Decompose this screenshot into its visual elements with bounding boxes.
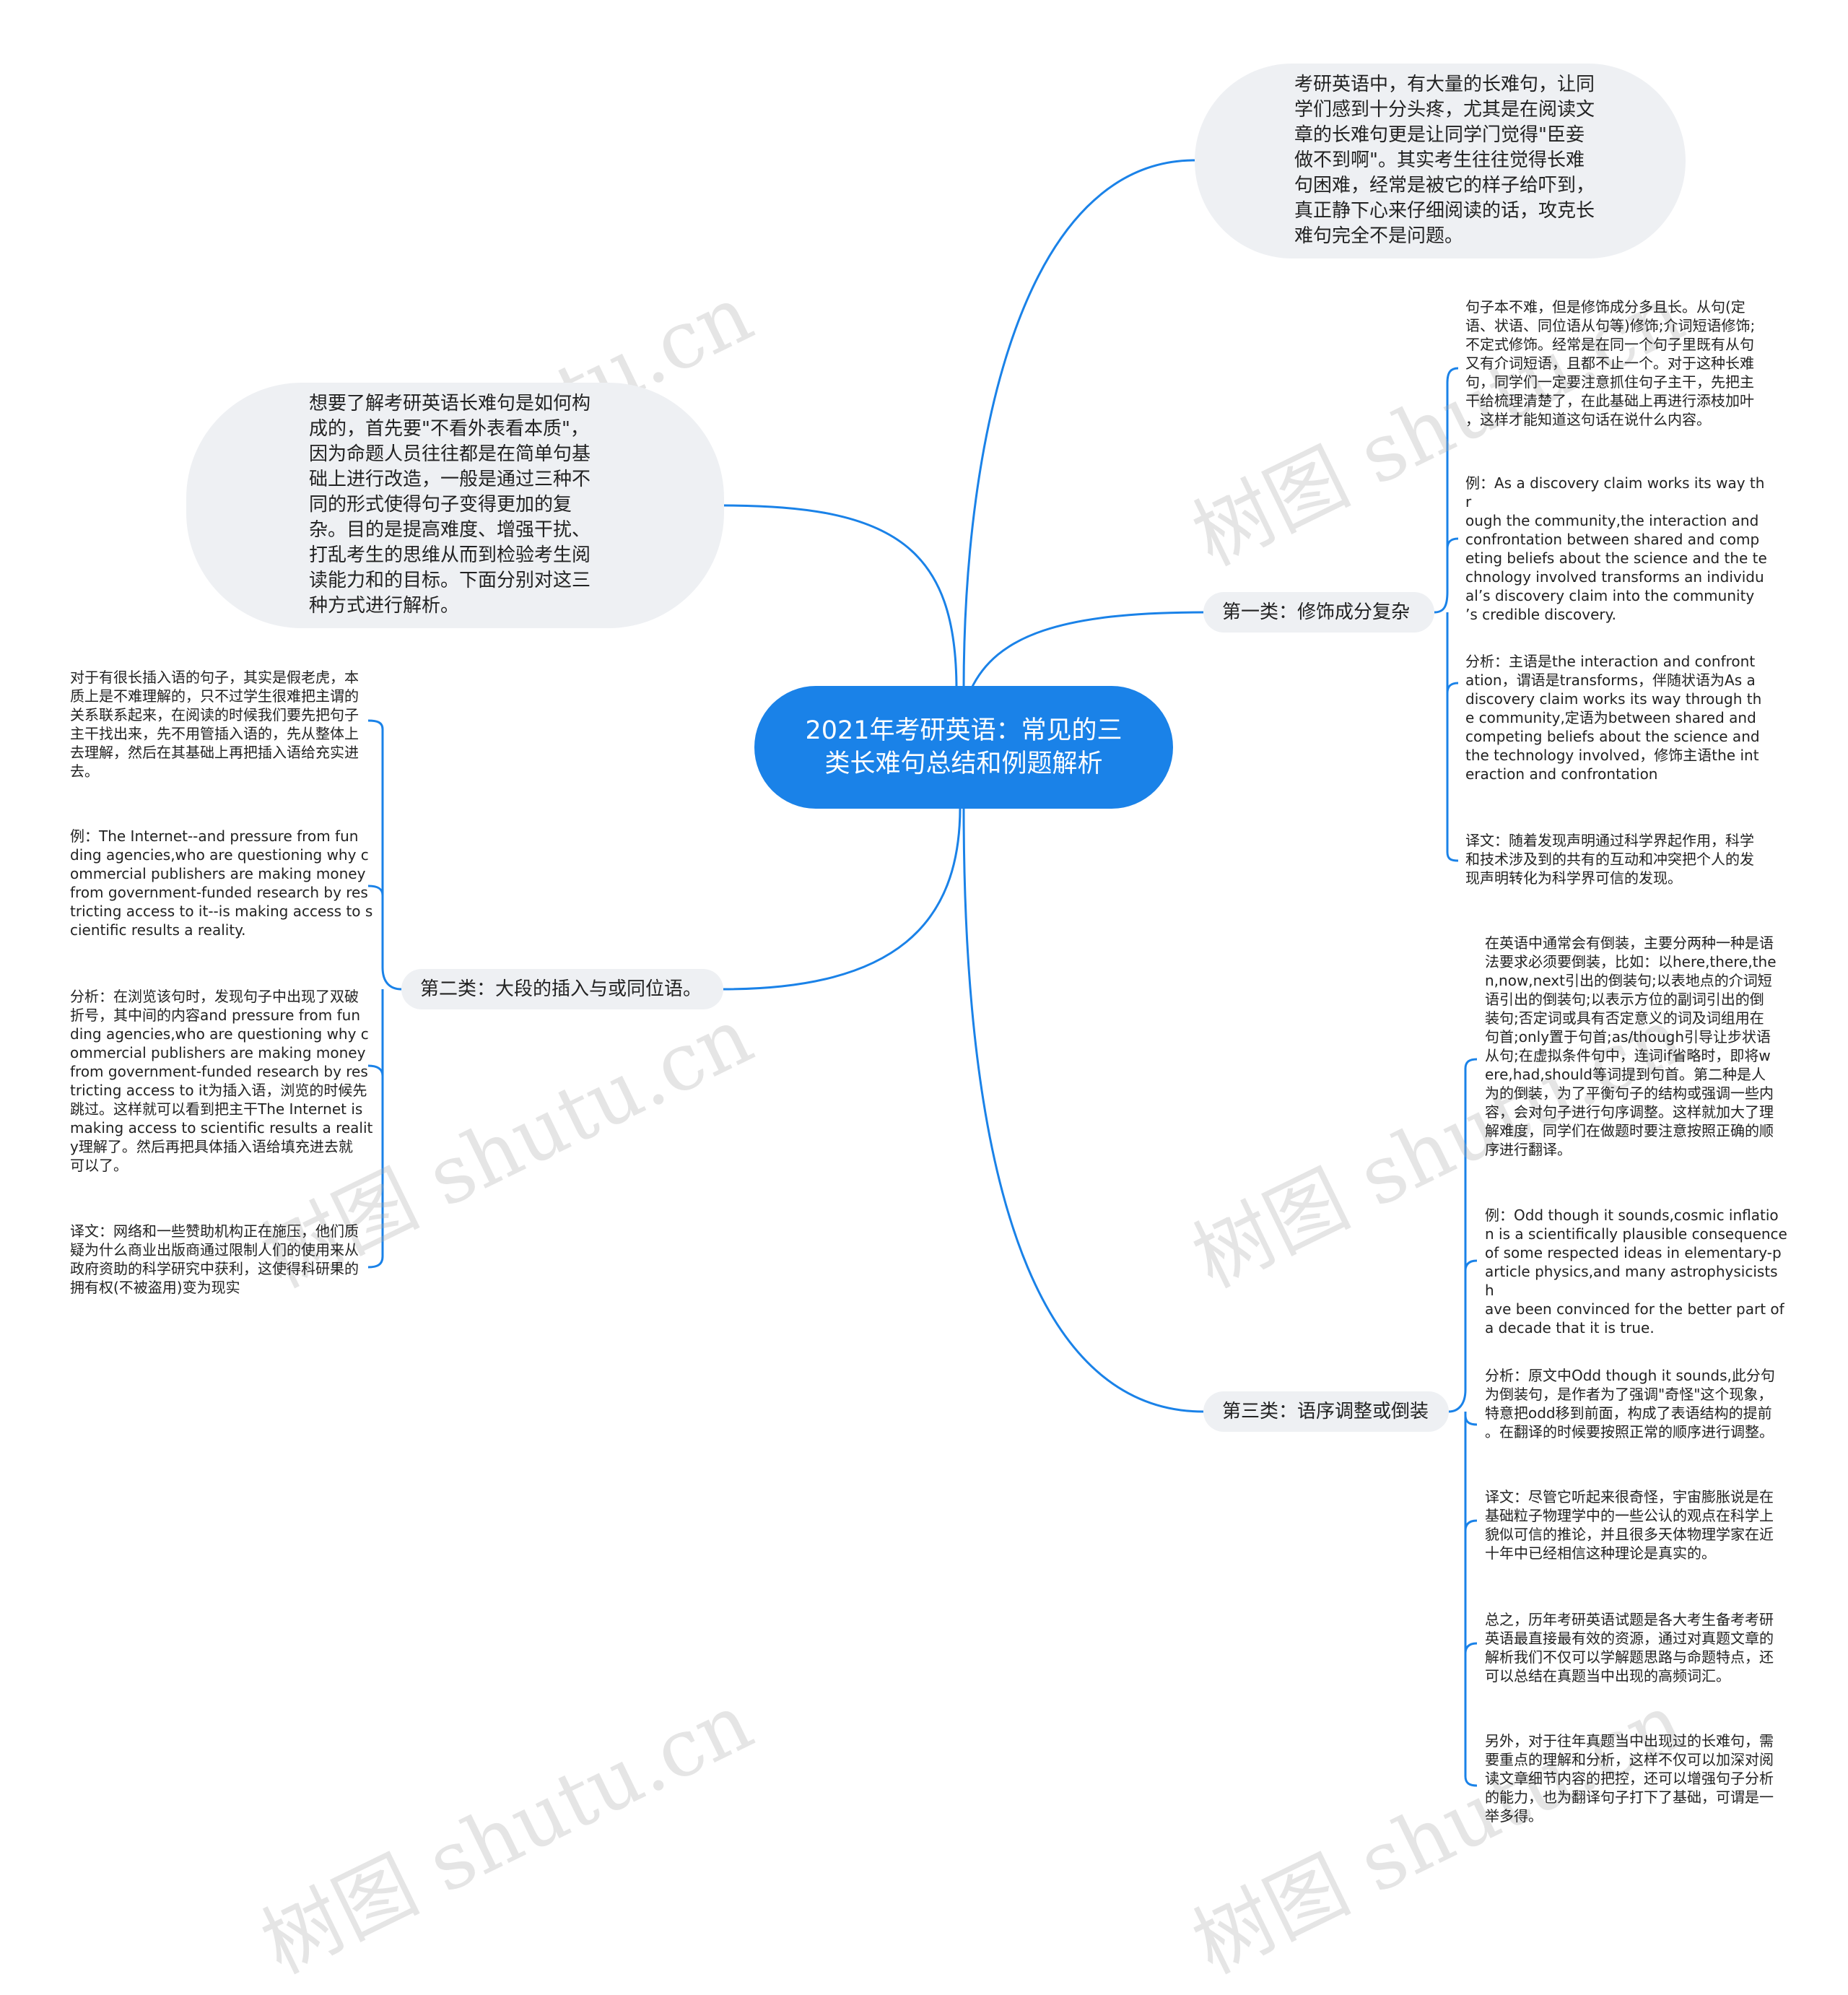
branch3-leaf: 例：Odd though it sounds,cosmic inflatio n… — [1485, 1207, 1787, 1336]
root-topic[interactable]: 2021年考研英语：常见的三类长难句总结和例题解析 — [754, 686, 1173, 809]
link-branch1-bracket — [1434, 367, 1459, 862]
link-root-branch1 — [969, 611, 1204, 690]
branch1-leaf: 译文：随着发现声明通过科学界起作用，科学 和技术涉及到的共有的互动和冲突把个人的… — [1465, 832, 1754, 887]
branch1-leaf: 句子本不难，但是修饰成分多且长。从句(定 语、状语、同位语从句等)修饰;介词短语… — [1465, 298, 1756, 428]
intro-left-text: 想要了解考研英语长难句是如何构成的，首先要"不看外表看本质"，因为命题人员往往都… — [309, 393, 591, 617]
branch-modifiers[interactable]: 第一类：修饰成分复杂 — [1203, 592, 1434, 633]
branch2-leaf: 对于有很长插入语的句子，其实是假老虎，本 质上是不难理解的，只不过学生很难把主谓… — [70, 669, 359, 780]
link-root-intro-right — [962, 159, 1195, 690]
link-branch2-bracket — [367, 719, 402, 1269]
branch2-leaf: 译文：网络和一些赞助机构正在施压，他们质 疑为什么商业出版商通过限制人们的使用来… — [70, 1222, 359, 1296]
branch-inversion-label: 第三类：语序调整或倒装 — [1222, 1401, 1429, 1422]
branch-insertions-label: 第二类：大段的插入与或同位语。 — [420, 978, 702, 1000]
link-root-branch3 — [962, 807, 1204, 1413]
link-root-intro-left — [723, 504, 958, 690]
link-root-branch2 — [723, 807, 962, 991]
intro-left-bubble[interactable]: 想要了解考研英语长难句是如何构成的，首先要"不看外表看本质"，因为命题人员往往都… — [186, 383, 724, 628]
link-branch3-bracket — [1448, 1058, 1478, 1787]
branch2-leaf: 分析：在浏览该句时，发现句子中出现了双破 折号，其中间的内容and pressu… — [70, 988, 373, 1174]
branch3-leaf: 另外，对于往年真题当中出现过的长难句，需 要重点的理解和分析，这样不仅可以加深对… — [1485, 1732, 1774, 1825]
branch3-leaf: 在英语中通常会有倒装，主要分两种一种是语 法要求必须要倒装，比如：以here,t… — [1485, 934, 1777, 1158]
branch-modifiers-label: 第一类：修饰成分复杂 — [1222, 601, 1411, 623]
branch3-leaf: 总之，历年考研英语试题是各大考生备考考研 英语最直接最有效的资源，通过对真题文章… — [1485, 1611, 1774, 1685]
branch2-leaf: 例：The Internet--and pressure from fun di… — [70, 827, 373, 939]
root-topic-title: 2021年考研英语：常见的三类长难句总结和例题解析 — [805, 716, 1123, 778]
branch3-leaf: 译文：尽管它听起来很奇怪，宇宙膨胀说是在 基础粒子物理学中的一些公认的观点在科学… — [1485, 1488, 1774, 1562]
branch-inversion[interactable]: 第三类：语序调整或倒装 — [1203, 1391, 1449, 1432]
intro-right-text: 考研英语中，有大量的长难句，让同学们感到十分头疼，尤其是在阅读文章的长难句更是让… — [1294, 74, 1595, 247]
branch-insertions[interactable]: 第二类：大段的插入与或同位语。 — [401, 969, 723, 1009]
branch3-leaf: 分析：原文中Odd though it sounds,此分句 为倒装句，是作者为… — [1485, 1367, 1775, 1440]
branch1-leaf: 例：As a discovery claim works its way thr… — [1465, 474, 1767, 623]
intro-right-bubble[interactable]: 考研英语中，有大量的长难句，让同学们感到十分头疼，尤其是在阅读文章的长难句更是让… — [1195, 64, 1686, 258]
connector-lines — [367, 159, 1478, 1787]
branch1-leaf: 分析：主语是the interaction and confront ation… — [1465, 653, 1762, 783]
